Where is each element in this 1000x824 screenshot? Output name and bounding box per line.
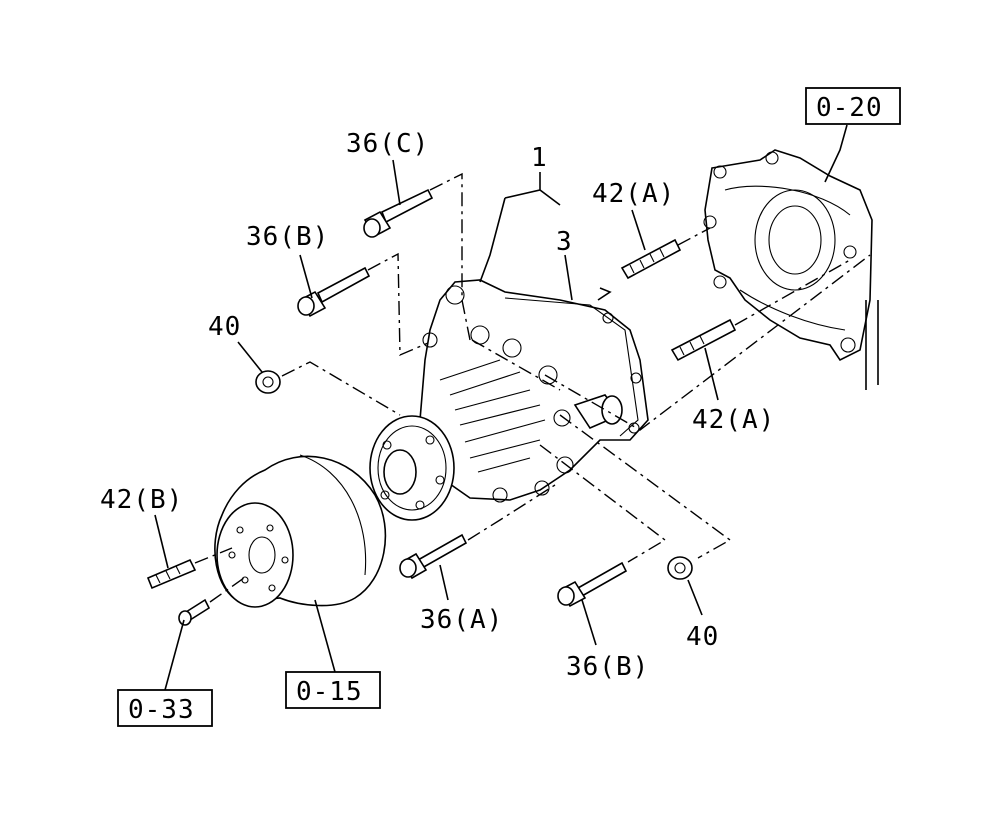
- label-bolt-36b-bottom: 36(B): [566, 652, 649, 682]
- pulley: [214, 454, 387, 608]
- label-stud-42a-top: 42(A): [592, 179, 675, 209]
- label-nut-40-left: 40: [208, 312, 241, 342]
- stud-42b: [146, 558, 197, 590]
- nut-40-bottom: [667, 556, 693, 580]
- label-nut-40-bottom: 40: [686, 622, 719, 652]
- part-labels: 1 3 36(C) 36(B) 40 42(A) 42(A) 42(B) 36(…: [100, 129, 775, 682]
- ref-label-0-15: 0-15: [296, 677, 363, 707]
- bolt-36b-top: [297, 266, 371, 318]
- bolt-36c: [363, 188, 434, 238]
- bolt-36b-bottom: [557, 561, 628, 608]
- label-stud-42b: 42(B): [100, 485, 183, 515]
- label-bolt-36a: 36(A): [420, 605, 503, 635]
- stud-42a-right: [670, 318, 737, 362]
- screw-0-33: [178, 598, 211, 626]
- rear-housing: [703, 149, 879, 390]
- stud-42a-top: [620, 238, 682, 280]
- assembly-lines: [194, 172, 871, 603]
- water-pump-body: [369, 279, 649, 521]
- ref-box-0-20[interactable]: 0-20: [805, 87, 901, 125]
- label-part-3: 3: [556, 227, 573, 257]
- bolt-36a: [399, 533, 468, 580]
- label-bolt-36c: 36(C): [346, 129, 429, 159]
- leader-lines: [154, 124, 848, 691]
- ref-label-0-33: 0-33: [128, 695, 195, 725]
- nut-40-left: [255, 370, 281, 394]
- ref-label-0-20: 0-20: [816, 93, 883, 123]
- ref-box-0-15[interactable]: 0-15: [285, 671, 381, 709]
- label-stud-42a-right: 42(A): [692, 405, 775, 435]
- label-part-1: 1: [531, 143, 548, 173]
- ref-box-0-33[interactable]: 0-33: [117, 689, 213, 727]
- label-bolt-36b-top: 36(B): [246, 222, 329, 252]
